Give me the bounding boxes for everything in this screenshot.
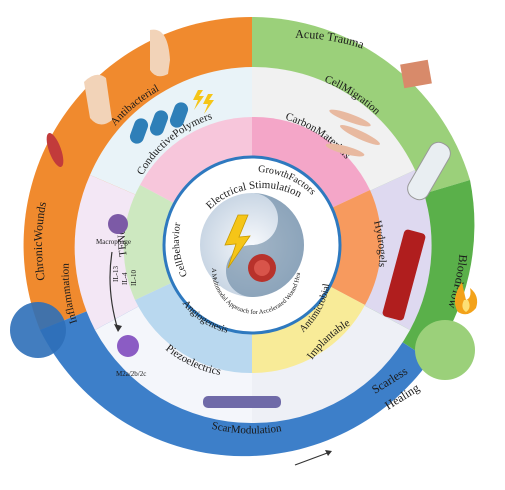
lightning-icons-small: [193, 90, 214, 114]
lightning-icon: [224, 214, 251, 269]
inflammation-arrow: [109, 251, 119, 331]
scar-roller-icon: [203, 396, 281, 408]
outer-node-left: [10, 302, 66, 358]
label-il4: IL-4: [121, 272, 129, 285]
outer-node-right: [415, 320, 475, 380]
skin-block-icon: [400, 59, 432, 89]
label-m2: M2a/2b/2c: [116, 370, 146, 378]
plaster-icon: [407, 141, 451, 201]
cell-migration-icons: [325, 109, 381, 157]
cell-arrow: [294, 451, 331, 466]
wound-icon-inner: [254, 260, 270, 276]
hydrogel-tube-icon: [382, 229, 426, 321]
fire-icon: [454, 282, 478, 315]
svg-text:ChronicWounds: ChronicWounds: [31, 200, 49, 281]
label-il13: IL-13: [112, 266, 120, 282]
label-il10: IL-10: [130, 270, 138, 286]
inflammation-arrowhead: [114, 324, 122, 332]
capsule-icons: [129, 102, 189, 144]
m2-macrophage-icon: [117, 335, 139, 357]
label-chronic-wounds: ChronicWounds: [31, 200, 49, 281]
yin-yang-dark: [226, 193, 304, 297]
foot-icon: [150, 29, 170, 77]
cell-arrowhead: [325, 450, 332, 456]
inflammation-detail: Macrophage IL-13 IL-4 IL-10 M2a/2b/2c: [96, 214, 146, 378]
bacteria-icon: [46, 132, 64, 168]
leg-icon: [84, 74, 112, 125]
macrophage-icon: [108, 214, 128, 234]
label-macrophage: Macrophage: [96, 238, 131, 246]
